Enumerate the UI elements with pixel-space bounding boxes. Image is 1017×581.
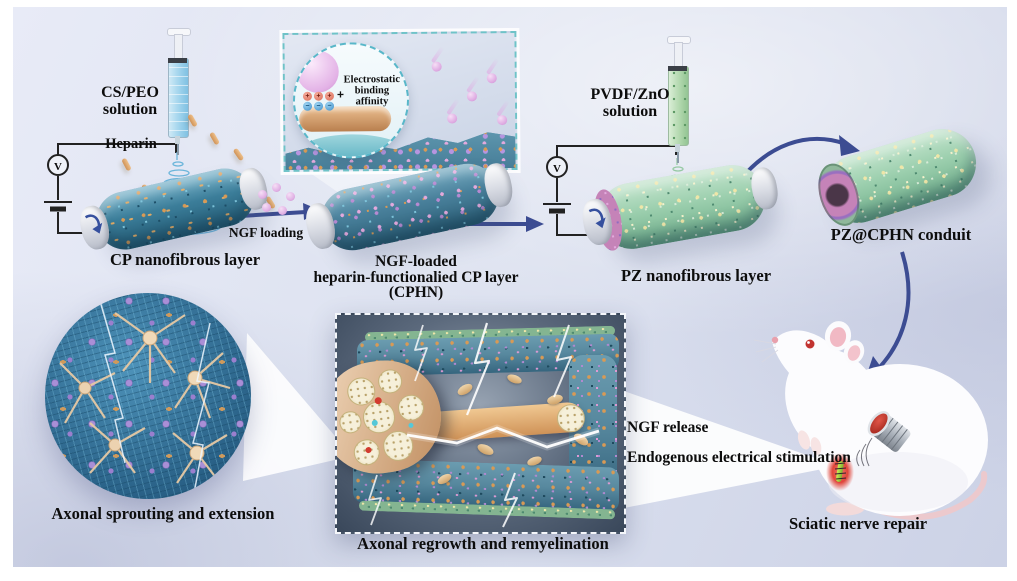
mandrel-cap xyxy=(579,196,616,248)
syringe-seal xyxy=(668,66,687,71)
ngf-particle-icon xyxy=(278,206,287,215)
ngf-loading-label: NGF loading xyxy=(228,225,304,240)
rat-ear-inner xyxy=(829,327,847,347)
voltmeter-label: V xyxy=(54,161,62,173)
cp-layer-label: CP nanofibrous layer xyxy=(109,250,261,269)
implant-icon xyxy=(835,461,844,482)
cspeo-line1: CS/PEO xyxy=(101,84,159,101)
binding-inset-card: + + + + − − − Electrostatic binding affi… xyxy=(279,27,521,176)
rat-ear-inner xyxy=(847,345,861,361)
lightning-icon xyxy=(368,474,382,526)
ngf-particle-icon xyxy=(258,190,267,199)
ngf-comet-icon xyxy=(466,91,478,102)
rat-front-paw xyxy=(797,430,811,450)
ngf-comet-icon xyxy=(431,61,442,72)
ngf-comet-icon xyxy=(497,115,508,126)
water-surface xyxy=(297,133,406,159)
lightning-icon xyxy=(465,322,491,416)
cspeo-solution-label: CS/PEO solution xyxy=(101,84,159,118)
syringe-nozzle xyxy=(175,136,180,144)
repair-label: Sciatic nerve repair xyxy=(788,514,928,533)
rat-hind-foot xyxy=(826,502,864,516)
syringe-barrel xyxy=(168,58,189,138)
voltmeter-icon xyxy=(47,154,69,176)
pvdfzno-solution-label: PVDF/ZnO solution xyxy=(590,86,669,120)
rat-head xyxy=(772,330,843,391)
lightning-icon xyxy=(553,324,572,398)
voltmeter-label: V xyxy=(553,163,561,175)
ngf-particle-icon xyxy=(262,203,271,212)
sprouting-label: Axonal sprouting and extension xyxy=(51,504,275,523)
rat-front-paw xyxy=(810,437,822,455)
cp-nanofibrous-layer xyxy=(76,162,271,256)
rotation-arrow-icon xyxy=(84,214,103,234)
plus-charge-icon: + xyxy=(313,91,323,101)
heparin-rod-large-icon xyxy=(299,106,392,132)
binding-caption-line1: Electrostatic xyxy=(343,73,401,86)
rotation-arrow-icon xyxy=(588,208,606,229)
circuit-1 xyxy=(44,143,177,234)
circuit-2 xyxy=(543,145,677,236)
rat-nose xyxy=(771,336,779,344)
syringe-barrel xyxy=(668,66,689,146)
pz-nanofibrous-layer xyxy=(579,159,781,255)
ngf-comet-icon xyxy=(447,113,458,124)
heparin-label: Heparin xyxy=(105,136,157,152)
vibration-waves-icon xyxy=(856,437,873,467)
rat-eye xyxy=(805,339,815,349)
cspeo-line2: solution xyxy=(102,101,158,118)
syringe-cspeo-icon xyxy=(160,28,196,158)
binding-caption-line3: affinity xyxy=(355,96,389,108)
sutures xyxy=(834,462,847,480)
circle-beam xyxy=(243,333,352,481)
rat-illustration xyxy=(753,321,988,521)
rat-eye-highlight xyxy=(807,341,810,344)
neurite-lines xyxy=(59,312,231,484)
ngf-comet-icon xyxy=(486,73,497,84)
syringe-needle xyxy=(676,152,679,163)
transducer-icon xyxy=(867,411,911,452)
ngf-particle-icon xyxy=(286,192,295,201)
cphn-line1: NGF-loaded xyxy=(375,253,457,270)
conduit-label: PZ@CPHN conduit xyxy=(830,225,972,244)
syringe-nozzle xyxy=(675,144,680,152)
ngf-release-label: NGF release xyxy=(627,419,709,436)
lightning-icon xyxy=(99,300,211,489)
binding-magnifier: + + + + − − − Electrostatic binding affi… xyxy=(292,41,410,159)
lightning-icon xyxy=(406,426,600,449)
pvdfzno-line2: solution xyxy=(602,103,658,120)
square-beam xyxy=(624,391,838,508)
plus-charge-icon: + xyxy=(324,91,334,101)
rat-tail xyxy=(875,471,988,521)
neuron-somas xyxy=(78,330,205,461)
lightning-icon xyxy=(502,472,518,528)
voltmeter-icon xyxy=(546,156,568,178)
cphn-line2: heparin-functionalied CP layer xyxy=(313,268,519,286)
mandrel-cap xyxy=(76,203,113,253)
pvdfzno-line1: PVDF/ZnO xyxy=(590,86,670,103)
syringe-seal xyxy=(168,58,187,63)
ngf-particle-icon xyxy=(272,183,281,192)
cphn-line3: (CPHN) xyxy=(388,284,444,301)
binding-caption-line2: binding xyxy=(354,85,390,97)
cphn-label: NGF-loaded heparin-functionalied CP laye… xyxy=(314,254,519,301)
pz-layer-label: PZ nanofibrous layer xyxy=(620,266,772,285)
surgical-site xyxy=(826,453,854,491)
syringe-needle xyxy=(176,144,179,155)
regrowth-label: Axonal regrowth and remyelination xyxy=(357,534,609,553)
binding-caption: Electrostatic binding affinity xyxy=(341,74,403,108)
sprouting-inset-circle xyxy=(45,293,251,499)
minus-charge-icon: − xyxy=(302,101,313,111)
rat-whiskers xyxy=(753,339,779,363)
lightning-layer xyxy=(368,322,601,528)
regrowth-inset-square xyxy=(335,313,626,534)
ngf-sphere-icon xyxy=(296,50,339,93)
minus-charge-icon: − xyxy=(324,101,335,111)
minus-charge-icon: − xyxy=(313,101,324,111)
plus-charge-icon: + xyxy=(302,91,312,101)
lightning-icon xyxy=(414,324,428,382)
syringe-pvdfzno-icon xyxy=(660,36,696,166)
neuron-layer xyxy=(59,300,231,489)
stimulation-label: Endogenous electrical stimulation xyxy=(627,449,851,466)
